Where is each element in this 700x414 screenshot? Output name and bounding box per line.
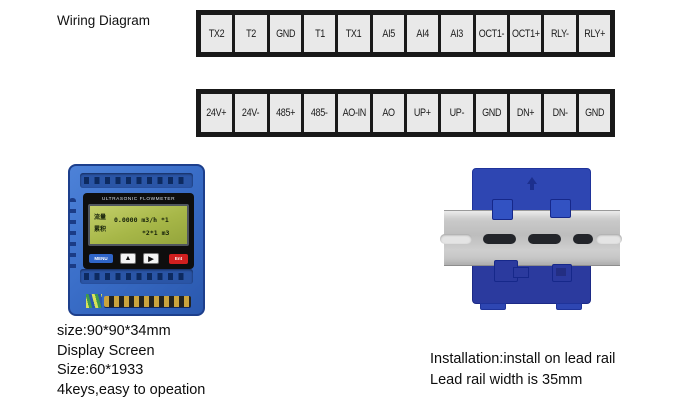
terminal-tx1: TX1: [338, 15, 370, 52]
rail-clip-bottom-right: [552, 264, 572, 282]
terminal-485-plus: 485+: [269, 94, 301, 132]
terminal-up-minus: UP-: [441, 94, 473, 132]
up-arrow-key: ▲: [120, 253, 136, 264]
keypad: MENU ▲ ▶ Ent: [89, 252, 188, 265]
terminal-ai5: AI5: [372, 15, 404, 52]
up-arrow-embossed-icon: [527, 177, 537, 190]
terminal-ai4: AI4: [406, 15, 439, 52]
flowmeter-module-photo: ULTRASONIC FLOWMETER 流量 累积 0.0000 m3/h *…: [68, 164, 205, 316]
terminal-strip-top: TX2 T2 GND T1 TX1 AI5 AI4 AI3 OCT1- OCT1…: [196, 10, 615, 57]
terminal-rly-plus: RLY+: [578, 15, 610, 52]
spec-screen-size: Size:60*1933: [57, 362, 144, 378]
din-lead-rail: [440, 210, 622, 266]
terminal-24v-plus: 24V+: [201, 94, 233, 132]
panel-brand-label: ULTRASONIC FLOWMETER: [101, 196, 176, 202]
terminal-t1: T1: [303, 15, 336, 52]
rail-clip-top-right: [550, 199, 571, 218]
rail-mount-photo: [440, 168, 622, 310]
terminal-rly-minus: RLY-: [544, 15, 576, 52]
terminal-dn-minus: DN-: [544, 94, 576, 132]
heatsink-fins: [69, 198, 76, 274]
rail-slot-3: [573, 234, 593, 244]
terminal-gnd-2: GND: [475, 94, 507, 132]
spec-display-screen: Display Screen: [57, 342, 155, 359]
enter-key: Ent: [169, 253, 188, 264]
rail-slot-light-left: [440, 234, 472, 244]
terminal-ao-in: AO-IN: [338, 94, 370, 132]
module-foot-left: [480, 303, 506, 310]
module-back-bottom: [472, 264, 591, 304]
module-foot-right: [556, 303, 582, 310]
terminal-tx2: TX2: [201, 15, 233, 52]
lcd-screen: 流量 累积 0.0000 m3/h *1 *2*1 m3: [88, 204, 189, 246]
terminal-up-plus: UP+: [406, 94, 439, 132]
terminal-485-minus: 485-: [303, 94, 336, 132]
terminal-24v-minus: 24V-: [235, 94, 267, 132]
wire-leads: [86, 294, 102, 308]
spec-size: size:90*90*34mm: [57, 323, 171, 339]
lcd-line-2: *2*1 m3: [142, 229, 170, 237]
terminal-strip-bottom: 24V+ 24V- 485+ 485- AO-IN AO UP+ UP- GND…: [196, 89, 615, 137]
right-arrow-key: ▶: [143, 253, 159, 264]
terminal-dn-plus: DN+: [509, 94, 542, 132]
lcd-side-label-2: 累积: [94, 226, 107, 233]
rail-slot-2: [528, 234, 561, 244]
top-terminal-row: [80, 173, 193, 188]
module-back-top: [472, 168, 591, 216]
bottom-terminal-row: [80, 269, 193, 284]
terminal-oct1-minus: OCT1-: [475, 15, 507, 52]
front-panel: ULTRASONIC FLOWMETER 流量 累积 0.0000 m3/h *…: [83, 193, 194, 269]
terminal-ai3: AI3: [441, 15, 473, 52]
lcd-line-1: 0.0000 m3/h *1: [114, 216, 169, 224]
left-spec-caption: size:90*90*34mm Display Screen Size:60*1…: [57, 322, 205, 400]
lcd-side-label-1: 流量: [94, 214, 107, 221]
terminal-connector-block: [104, 296, 191, 307]
terminal-ao: AO: [372, 94, 404, 132]
menu-key: MENU: [89, 254, 113, 263]
wiring-harness: [84, 294, 191, 308]
spec-keys: 4keys,easy to opeation: [57, 381, 206, 398]
rail-slot-1: [483, 234, 516, 244]
rail-clip-bottom-left: [494, 260, 529, 282]
rail-slot-light-right: [596, 234, 622, 244]
terminal-t2: T2: [235, 15, 267, 52]
terminal-gnd-1: GND: [269, 15, 301, 52]
install-line-2: Lead rail width is 35mm: [430, 372, 583, 388]
right-install-caption: Installation:install on lead rail Lead r…: [430, 349, 615, 391]
page-title: Wiring Diagram: [57, 13, 151, 28]
terminal-gnd-3: GND: [578, 94, 610, 132]
terminal-oct1-plus: OCT1+: [509, 15, 542, 52]
rail-clip-top-left: [492, 199, 513, 220]
install-line-1: Installation:install on lead rail: [430, 351, 616, 367]
